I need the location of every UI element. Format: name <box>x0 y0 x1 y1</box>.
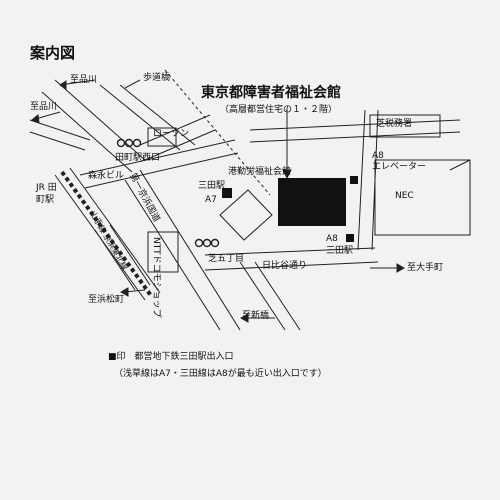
legend-exit: ■印 都営地下鉄三田駅出入口 <box>108 352 234 362</box>
label-to-shinagawa-left: 至品川 <box>30 102 58 112</box>
label-morinaga: 森永ビル <box>88 171 125 181</box>
label-elevator: エレベーター <box>372 162 427 172</box>
label-a7: A7 <box>205 195 217 205</box>
label-mita-station-left: 三田駅 <box>198 181 226 191</box>
label-a8-top: A8 <box>372 151 384 161</box>
label-to-shinagawa-top: 至品川 <box>70 75 98 85</box>
building-subtitle: （高層都営住宅の１・２階） <box>220 105 338 115</box>
label-to-hamamatsucho: 至浜松町 <box>88 295 125 305</box>
label-tamachi-west: 田町駅西口 <box>115 153 161 163</box>
label-nec: NEC <box>395 191 414 201</box>
label-shiba-tax: 芝税務署 <box>376 119 413 129</box>
label-mita-station-right: 三田駅 <box>326 246 354 256</box>
label-minato-labor: 港勤労福祉会館 <box>228 167 292 177</box>
building-name: 東京都障害者福祉会館 <box>201 85 341 101</box>
section-title: 案内図 <box>30 44 76 62</box>
label-hibiya-dori: 日比谷通り <box>262 261 308 271</box>
label-lawson: ローソン <box>153 129 190 139</box>
target-building <box>278 178 346 226</box>
label-to-shinbashi: 至新橋 <box>242 311 270 321</box>
label-jr-tamachi: JR 田町駅 <box>36 183 57 205</box>
label-ntt: NTTドコモショップ <box>151 237 161 318</box>
label-to-otemachi: 至大手町 <box>407 263 444 273</box>
label-shiba-5: 芝五丁目 <box>208 254 245 264</box>
label-a8-bottom: A8 <box>326 234 338 244</box>
legend-note: （浅草線はA7・三田線はA8が最も近い出入口です） <box>114 369 327 379</box>
label-footbridge: 歩道橋 <box>143 73 171 83</box>
